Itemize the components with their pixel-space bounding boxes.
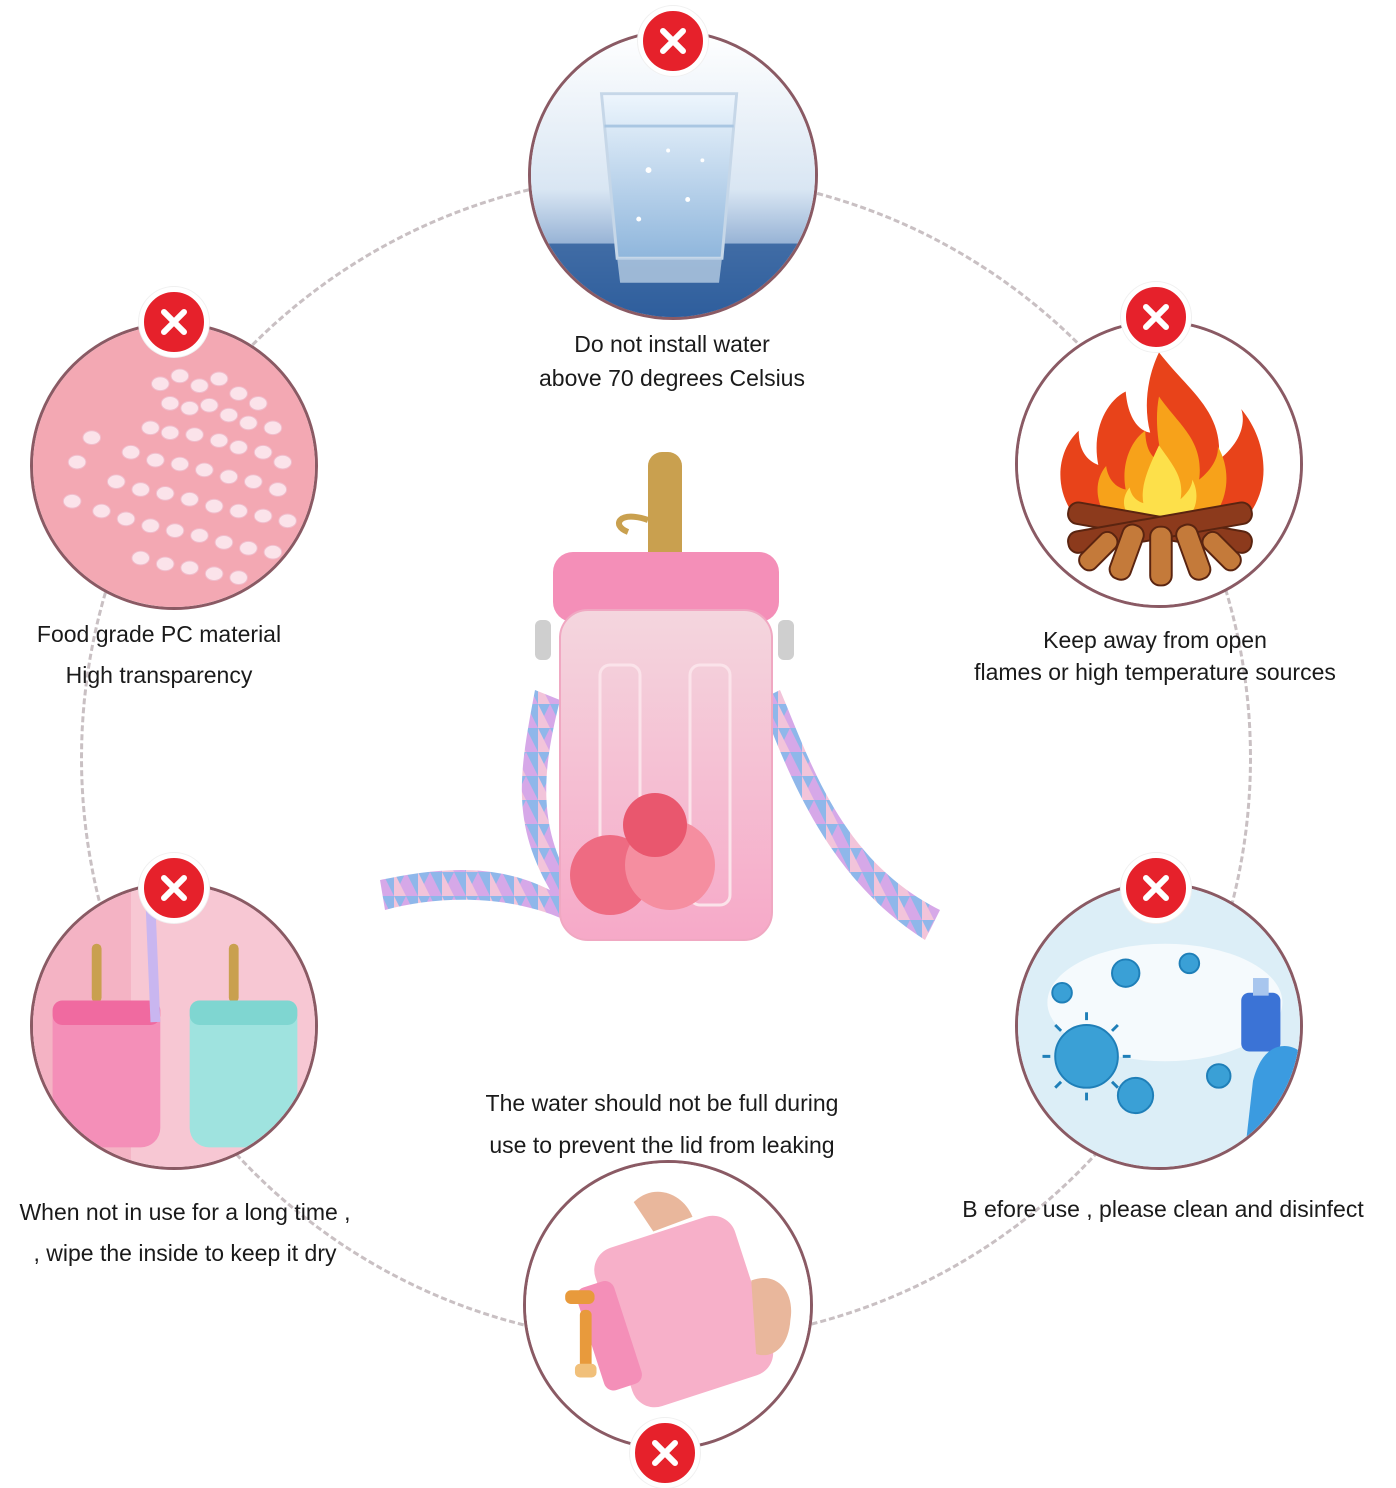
x-icon (1121, 282, 1191, 352)
caption-flames: Keep away from open flames or high tempe… (935, 624, 1375, 688)
two-bottles-icon (33, 885, 315, 1167)
caption-dry: When not in use for a long time , , wipe… (0, 1192, 370, 1274)
caption-overfill-line1: The water should not be full during (485, 1090, 839, 1116)
disinfect-circle (1015, 882, 1303, 1170)
popsicle-bottle-product (370, 440, 950, 1000)
popsicle-bottle-icon (380, 452, 940, 941)
caption-disinfect-line1: B efore use , please clean and disinfect (962, 1196, 1364, 1222)
caption-material-line1: Food grade PC material (36, 621, 282, 647)
material-circle (30, 322, 318, 610)
glass-of-water-icon (531, 33, 815, 317)
caption-dry-line2: , wipe the inside to keep it dry (33, 1240, 337, 1266)
caption-dry-line1: When not in use for a long time , (19, 1199, 351, 1225)
caption-flames-line2: flames or high temperature sources (974, 659, 1336, 685)
caption-hot-water-line1: Do not install water (574, 331, 770, 357)
flame-circle (1015, 320, 1303, 608)
disinfect-spray-icon (1018, 885, 1300, 1167)
pc-pellets-icon (33, 325, 315, 607)
dry-storage-circle (30, 882, 318, 1170)
caption-disinfect: B efore use , please clean and disinfect (930, 1192, 1396, 1226)
caption-material: Food grade PC material High transparency (0, 614, 318, 696)
x-icon (638, 6, 708, 76)
campfire-icon (1018, 323, 1300, 605)
x-icon (139, 287, 209, 357)
x-icon (1121, 853, 1191, 923)
caption-overfill-line2: use to prevent the lid from leaking (489, 1132, 835, 1158)
overfill-circle (523, 1160, 813, 1450)
caption-overfill: The water should not be full during use … (452, 1082, 872, 1166)
hand-bottle-icon (526, 1163, 810, 1447)
caption-hot-water-line2: above 70 degrees Celsius (539, 365, 805, 391)
caption-flames-line1: Keep away from open (1043, 627, 1267, 653)
hot-water-circle (528, 30, 818, 320)
x-icon (630, 1418, 700, 1488)
x-icon (139, 853, 209, 923)
caption-hot-water: Do not install water above 70 degrees Ce… (472, 327, 872, 395)
caption-material-line2: High transparency (65, 662, 253, 688)
